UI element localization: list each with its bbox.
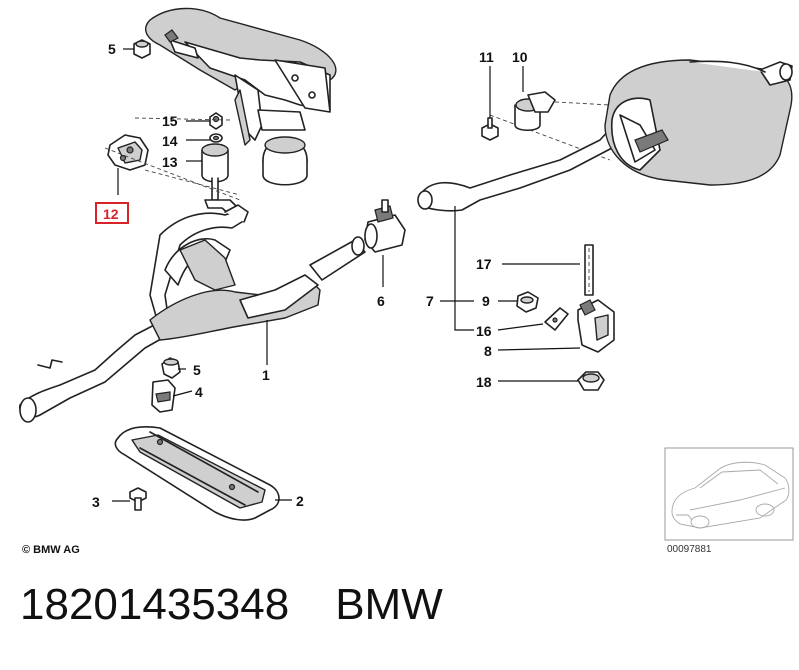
- callout-5-lower: 5: [193, 362, 201, 378]
- part-1-front-pipe-catalyst: [19, 204, 366, 423]
- callout-2: 2: [296, 493, 304, 509]
- part-11-bolt: [481, 117, 499, 141]
- part-18-grommet: [577, 371, 605, 391]
- callout-6: 6: [377, 293, 385, 309]
- reference-number: 00097881: [667, 544, 712, 555]
- callout-18: 18: [476, 374, 492, 390]
- callout-7: 7: [426, 293, 434, 309]
- part-3-screw: [129, 487, 147, 511]
- rear-pipe-and-muffler: [417, 59, 793, 212]
- part-14-washer: [209, 133, 223, 143]
- part-5-nut-top: [133, 39, 151, 59]
- callout-11: 11: [479, 49, 494, 65]
- part-number: 18201435348: [20, 580, 290, 629]
- callout-12-highlight: [95, 202, 129, 224]
- part-8-rubber-hanger: [577, 299, 615, 353]
- part-5-nut-lower: [161, 357, 181, 379]
- part-15-nut: [209, 112, 223, 130]
- copyright-label: © BMW AG: [22, 544, 80, 556]
- callout-9: 9: [482, 293, 490, 309]
- callout-labels: 5 15 14 13 12 1 5 4 3 2 6 11 10 17 7 9 1…: [92, 41, 528, 510]
- part-17-stud: [584, 244, 594, 296]
- car-outline-icon: [671, 461, 790, 529]
- callout-8: 8: [484, 343, 492, 359]
- leader-lines: [112, 48, 581, 502]
- callout-15: 15: [162, 113, 178, 129]
- part-13-rubber-mount: [201, 143, 239, 216]
- transmission-bracket-assembly: [144, 7, 337, 186]
- part-2-heat-shield: [114, 426, 280, 521]
- part-6-clamp: [364, 199, 406, 253]
- part-9-bolt: [516, 291, 539, 313]
- callout-10: 10: [512, 49, 528, 65]
- callout-17: 17: [476, 256, 492, 272]
- callout-3: 3: [92, 494, 100, 510]
- callout-4: 4: [195, 384, 203, 400]
- brand-name: BMW: [335, 580, 443, 629]
- callout-5-top: 5: [108, 41, 116, 57]
- part-16-plate: [544, 307, 569, 331]
- part-number-caption: 18201435348 BMW: [20, 580, 443, 630]
- vehicle-thumbnail: 00097881: [664, 447, 794, 555]
- part-4-clip: [151, 379, 176, 413]
- part-12-bracket: [107, 134, 149, 171]
- callout-1: 1: [262, 367, 270, 383]
- callout-16: 16: [476, 323, 492, 339]
- callout-14: 14: [162, 133, 178, 149]
- part-10-muffler-mount: [514, 91, 556, 132]
- callout-12: 12: [103, 206, 119, 222]
- callout-13: 13: [162, 154, 178, 170]
